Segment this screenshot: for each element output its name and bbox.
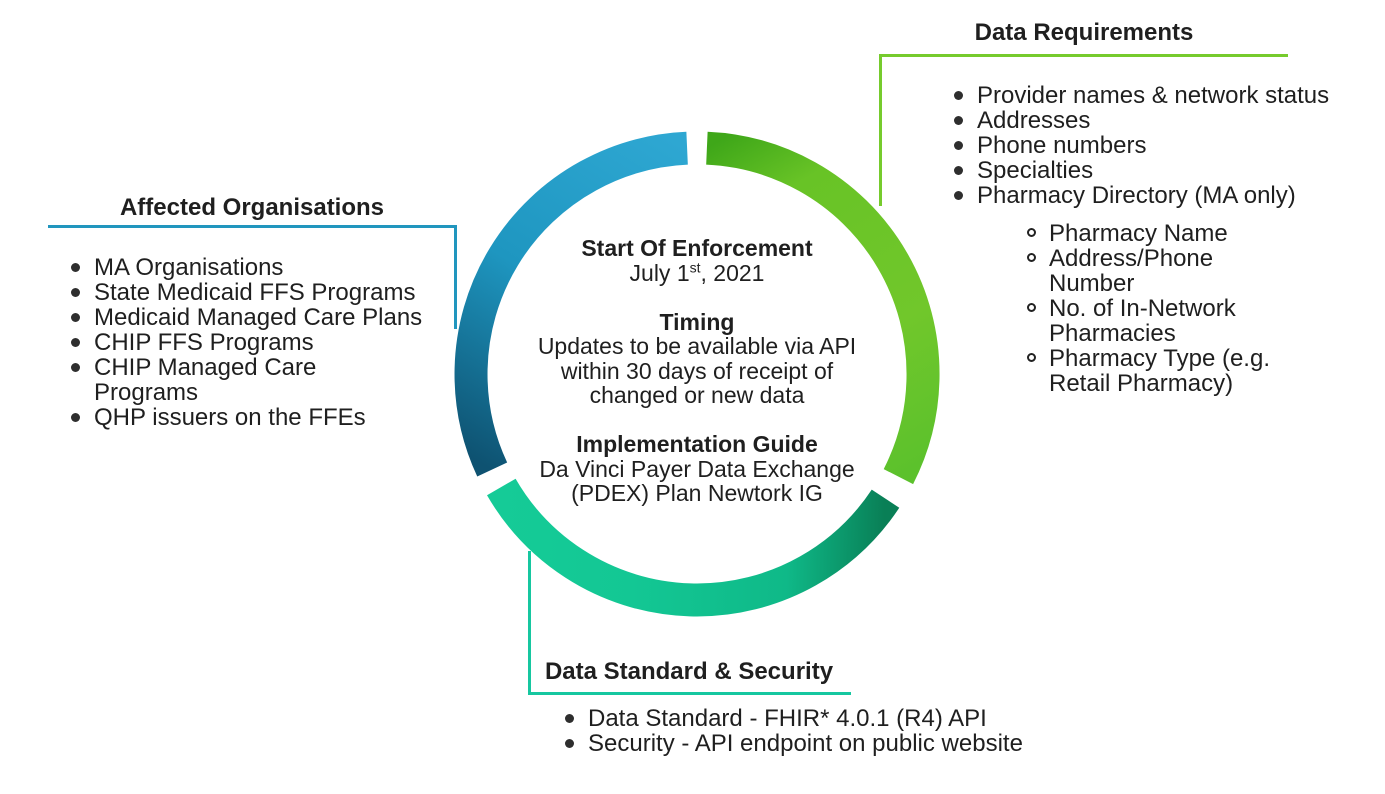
implementation-guide-heading: Implementation Guide	[576, 431, 818, 457]
standard-list: Data Standard - FHIR* 4.0.1 (R4) API Sec…	[561, 706, 1041, 756]
guide-line: (PDEX) Plan Newtork IG	[571, 480, 823, 506]
timing-line: within 30 days of receipt of	[560, 357, 834, 384]
date-ordinal-suffix: st	[689, 258, 701, 275]
spacer	[527, 285, 867, 310]
list-item: MA Organisations	[67, 255, 427, 280]
list-item: Medicaid Managed Care Plans	[67, 305, 427, 330]
sub-list-item: Pharmacy Type (e.g. Retail Pharmacy)	[1022, 346, 1284, 396]
green-arc	[706, 131, 940, 485]
timing-heading: Timing	[659, 308, 735, 335]
enforcement-heading: Start Of Enforcement	[581, 235, 813, 261]
sub-list-item: No. of In-Network Pharmacies	[1022, 296, 1284, 346]
spacer	[527, 408, 867, 433]
list-item: Provider names & network status	[950, 83, 1350, 108]
center-text-block: Start Of Enforcement July 1st, 2021 Timi…	[527, 236, 867, 506]
enforcement-date: July 1st, 2021	[527, 258, 867, 286]
requirements-connector-line	[879, 54, 1288, 206]
standard-connector-line	[528, 551, 851, 695]
requirements-sub-list: Pharmacy Name Address/Phone Number No. o…	[1022, 221, 1284, 396]
sub-list-item: Pharmacy Name	[1022, 221, 1284, 246]
sub-list-item: Address/Phone Number	[1022, 246, 1284, 296]
requirements-section-title: Data Requirements	[974, 19, 1194, 46]
standard-section-title: Data Standard & Security	[544, 658, 834, 685]
guide-line: Da Vinci Payer Data Exchange	[539, 455, 855, 482]
affected-section-title: Affected Organisations	[119, 194, 385, 221]
list-item: Specialties	[950, 158, 1350, 183]
timing-line: changed or new data	[589, 382, 805, 408]
list-item: CHIP FFS Programs	[67, 330, 427, 355]
teal-arc	[487, 478, 900, 617]
list-item: QHP issuers on the FFEs	[67, 405, 427, 430]
affected-connector-line	[48, 225, 457, 329]
date-prefix: July 1	[629, 259, 690, 286]
list-item: State Medicaid FFS Programs	[67, 280, 427, 305]
list-item: Data Standard - FHIR* 4.0.1 (R4) API	[561, 706, 1041, 731]
affected-list: MA Organisations State Medicaid FFS Prog…	[67, 255, 427, 430]
date-suffix: , 2021	[700, 259, 765, 286]
list-item: CHIP Managed Care Programs	[67, 355, 427, 405]
requirements-list: Provider names & network status Addresse…	[950, 83, 1350, 208]
list-item: Addresses	[950, 108, 1350, 133]
timing-line: Updates to be available via API	[537, 333, 857, 359]
list-item: Phone numbers	[950, 133, 1350, 158]
list-item: Security - API endpoint on public websit…	[561, 731, 1041, 756]
list-item: Pharmacy Directory (MA only)	[950, 183, 1350, 208]
blue-arc	[454, 131, 688, 477]
